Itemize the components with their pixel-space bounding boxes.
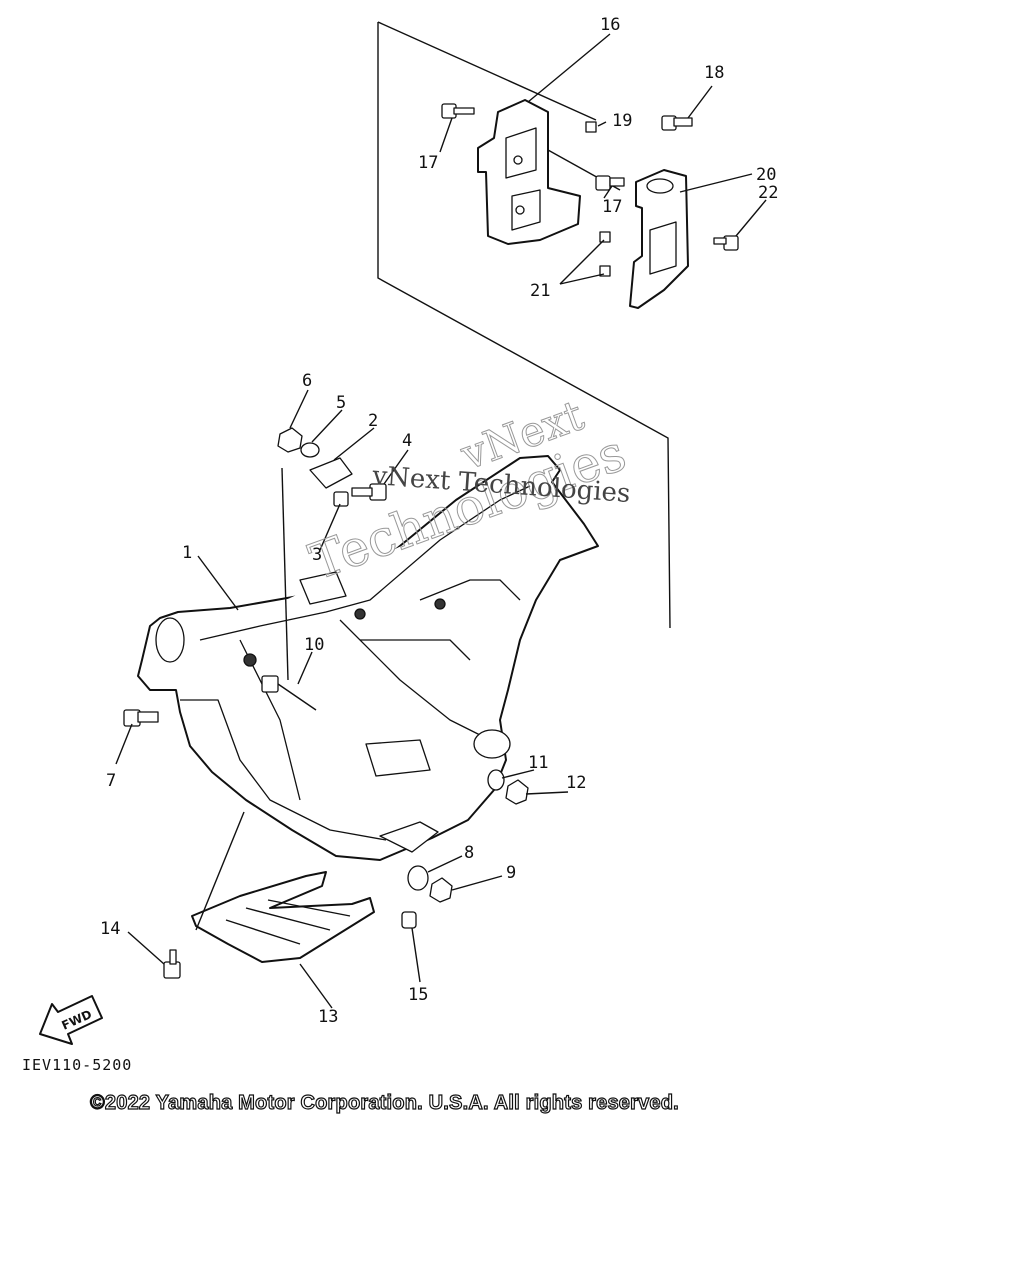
callout-18: 18 xyxy=(704,63,724,83)
callout-9: 9 xyxy=(506,863,516,883)
callout-15: 15 xyxy=(408,985,428,1005)
callout-19: 19 xyxy=(612,111,632,131)
copyright-notice: ©2022 Yamaha Motor Corporation. U.S.A. A… xyxy=(89,1091,679,1114)
callout-21: 21 xyxy=(530,281,550,301)
side-bracket xyxy=(629,169,689,309)
callout-8: 8 xyxy=(464,843,474,863)
main-frame xyxy=(137,455,599,861)
callout-6: 6 xyxy=(302,371,312,391)
upper-hardware xyxy=(441,103,739,277)
callout-12: 12 xyxy=(566,773,586,793)
callout-20: 20 xyxy=(756,165,776,185)
callout-17-right: 17 xyxy=(602,197,622,217)
callout-2: 2 xyxy=(368,411,378,431)
battery-bracket xyxy=(477,99,621,245)
bracket-group-outline xyxy=(377,21,671,629)
callout-11: 11 xyxy=(528,753,548,773)
fwd-arrow: FWD xyxy=(39,995,103,1045)
callout-13: 13 xyxy=(318,1007,338,1027)
callout-labels: 16 18 19 17 20 22 17 21 6 5 2 4 3 1 10 7… xyxy=(100,15,778,1027)
frame-hardware xyxy=(123,427,529,979)
reference-code: IEV110-5200 xyxy=(22,1056,133,1074)
callout-7: 7 xyxy=(106,771,116,791)
callout-16: 16 xyxy=(600,15,620,35)
callout-14: 14 xyxy=(100,919,120,939)
skid-plate xyxy=(191,871,375,963)
callout-17-left: 17 xyxy=(418,153,438,173)
callout-22: 22 xyxy=(758,183,778,203)
callout-5: 5 xyxy=(336,393,346,413)
callout-1: 1 xyxy=(182,543,192,563)
callout-10: 10 xyxy=(304,635,324,655)
callout-3: 3 xyxy=(312,545,322,565)
callout-4: 4 xyxy=(402,431,412,451)
leader-lines xyxy=(115,33,767,1009)
